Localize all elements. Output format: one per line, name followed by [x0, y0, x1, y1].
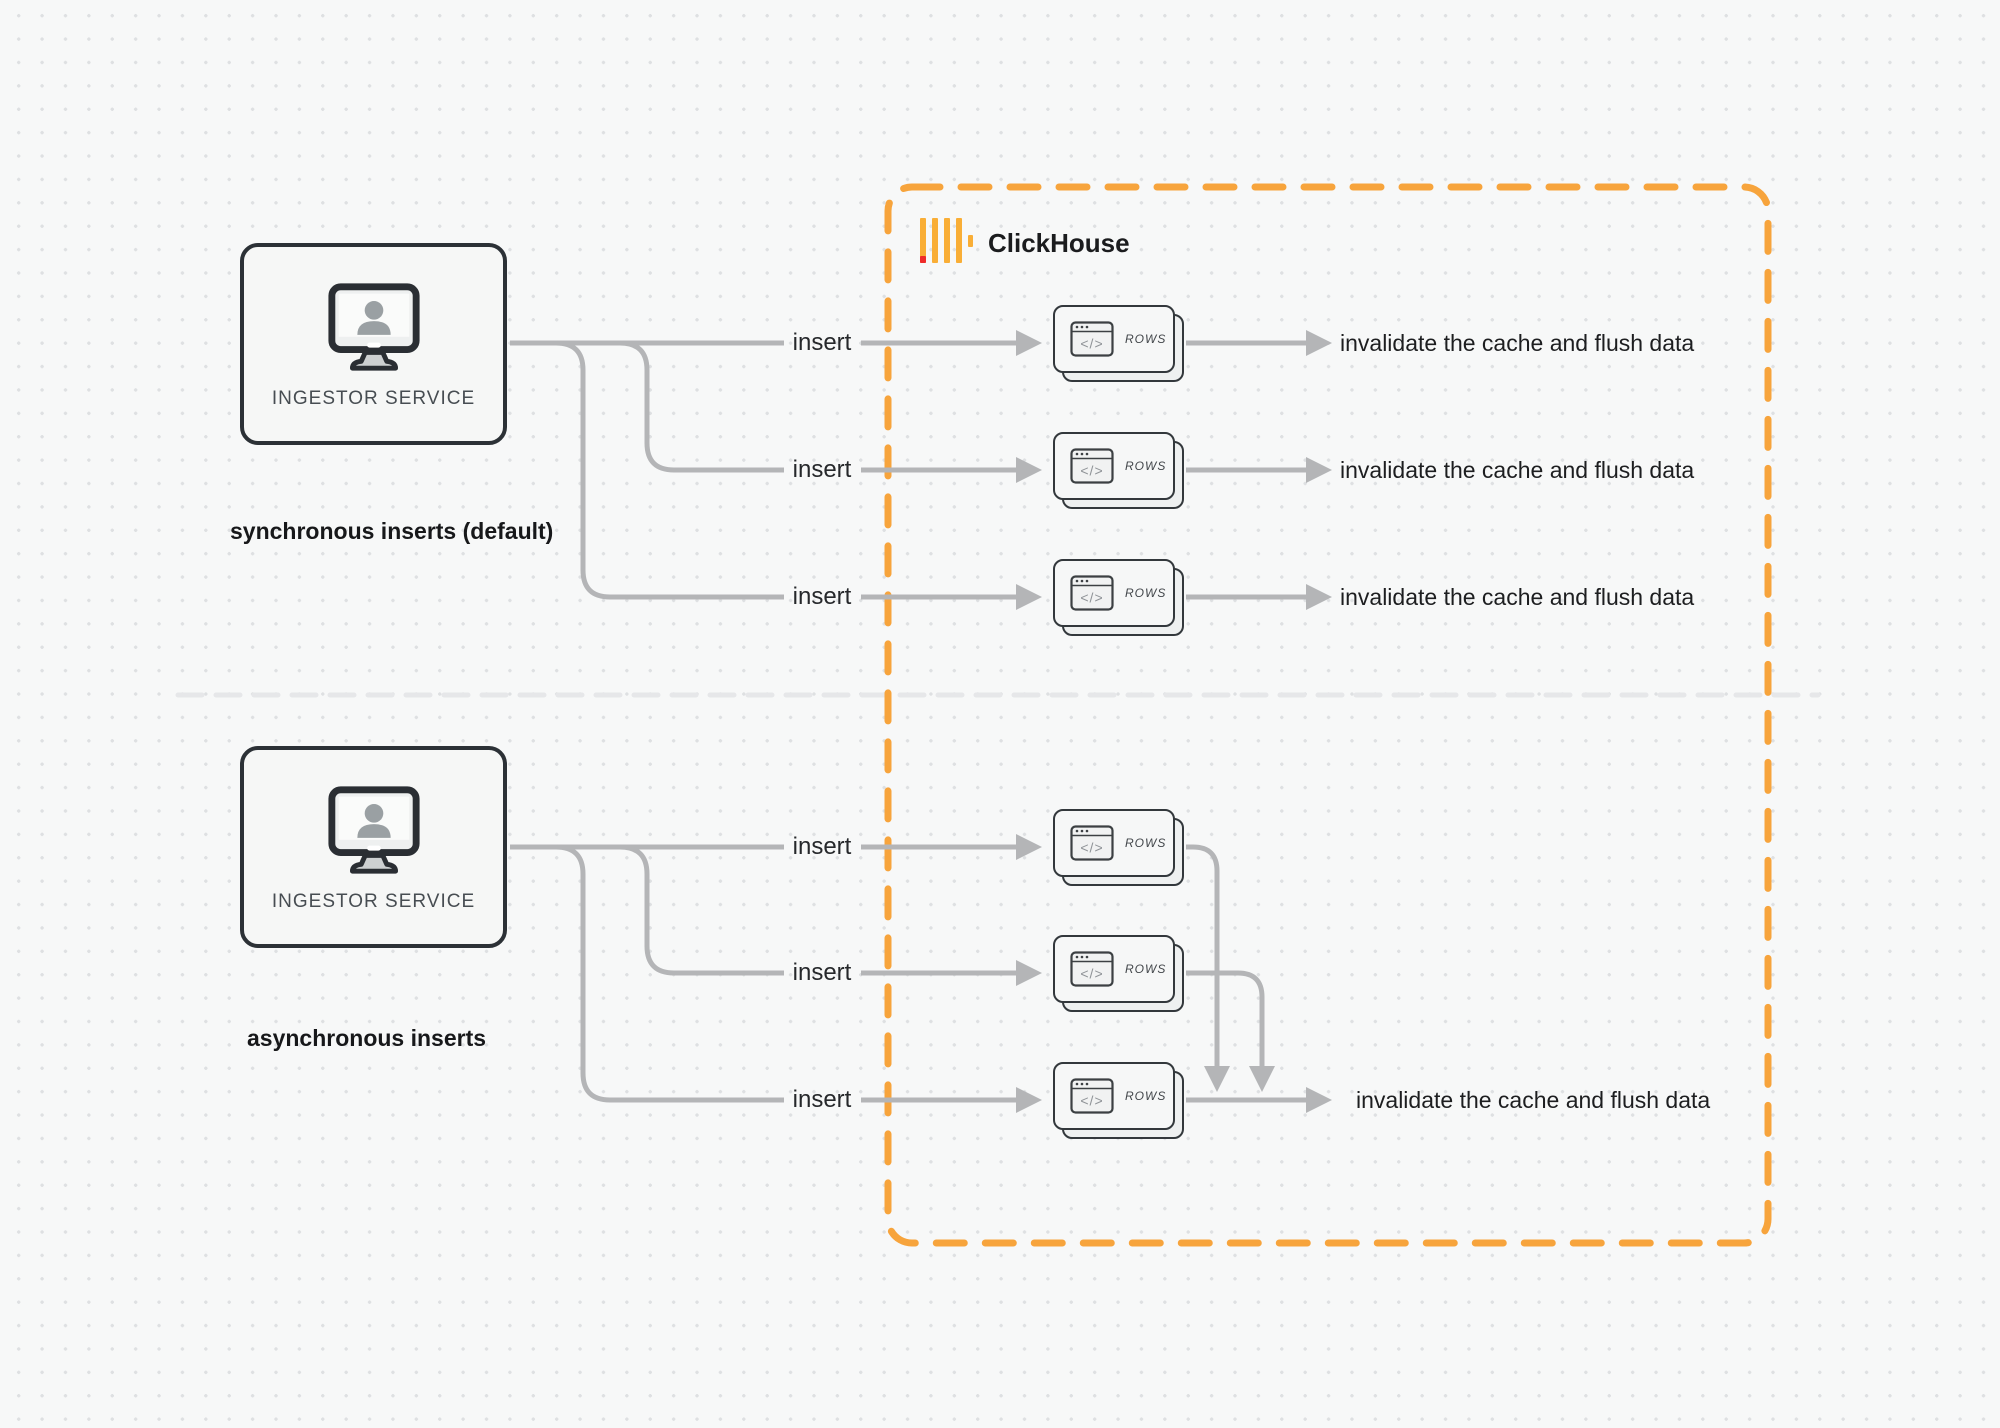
connector-sync-row2-branch — [619, 340, 784, 473]
rows-card-front: </> ROWS — [1053, 1062, 1175, 1130]
rows-node-label: ROWS — [1125, 962, 1167, 976]
rows-node-label: ROWS — [1125, 459, 1167, 473]
insert-label: insert — [792, 583, 852, 610]
rows-node-label: ROWS — [1125, 586, 1167, 600]
svg-text:</>: </> — [1080, 336, 1103, 352]
clickhouse-logo-icon — [920, 218, 974, 264]
rows-card-front: </> ROWS — [1053, 935, 1175, 1003]
invalidate-label: invalidate the cache and flush data — [1340, 584, 1695, 610]
ingestor-service-label-sync: INGESTOR SERVICE — [271, 388, 476, 409]
arrowhead-async-result — [1306, 1087, 1332, 1113]
monitor-user-icon — [327, 786, 420, 874]
invalidate-label: invalidate the cache and flush data — [1356, 1087, 1711, 1113]
clickhouse-title: ClickHouse — [988, 228, 1130, 258]
invalidate-label: invalidate the cache and flush data — [1340, 330, 1695, 356]
rows-card-front: </> ROWS — [1053, 305, 1175, 373]
arrowhead-async-merge-1 — [1204, 1066, 1230, 1092]
rows-node-label: ROWS — [1125, 332, 1167, 346]
svg-text:</>: </> — [1080, 840, 1103, 856]
code-window-icon: </> — [1070, 825, 1114, 861]
insert-label: insert — [792, 329, 852, 356]
code-window-icon: </> — [1070, 321, 1114, 357]
arrowhead-sync-insert-3 — [1016, 584, 1042, 610]
rows-node-card: </> ROWS — [1053, 432, 1184, 509]
rows-card-front: </> ROWS — [1053, 559, 1175, 627]
clickhouse-logo-red-dot — [920, 256, 926, 263]
caption-synchronous: synchronous inserts (default) — [230, 518, 554, 544]
arrowhead-async-merge-2 — [1249, 1066, 1275, 1092]
svg-text:</>: </> — [1080, 966, 1103, 982]
rows-node-card: </> ROWS — [1053, 559, 1184, 636]
monitor-user-icon — [327, 283, 420, 371]
insert-label: insert — [792, 1086, 852, 1113]
connector-sync-row3-branch — [555, 340, 784, 600]
insert-label: insert — [792, 456, 852, 483]
rows-node-card: </> ROWS — [1053, 305, 1184, 382]
connector-async-merge1 — [1186, 844, 1220, 1066]
ingestor-service-box-async: INGESTOR SERVICE — [240, 746, 507, 948]
svg-text:</>: </> — [1080, 463, 1103, 479]
arrowhead-async-insert-3 — [1016, 1087, 1042, 1113]
rows-node-card: </> ROWS — [1053, 1062, 1184, 1139]
code-window-icon: </> — [1070, 1078, 1114, 1114]
arrowhead-sync-result-1 — [1306, 330, 1332, 356]
arrowhead-async-insert-1 — [1016, 834, 1042, 860]
ingestor-service-box-sync: INGESTOR SERVICE — [240, 243, 507, 445]
arrowhead-sync-insert-2 — [1016, 457, 1042, 483]
svg-text:</>: </> — [1080, 1093, 1103, 1109]
rows-node-label: ROWS — [1125, 1089, 1167, 1103]
caption-asynchronous: asynchronous inserts — [247, 1025, 487, 1051]
arrowhead-sync-result-3 — [1306, 584, 1332, 610]
invalidate-label: invalidate the cache and flush data — [1340, 457, 1695, 483]
arrowhead-sync-result-2 — [1306, 457, 1332, 483]
rows-node-card: </> ROWS — [1053, 935, 1184, 1012]
code-window-icon: </> — [1070, 951, 1114, 987]
connector-async-row3-branch — [555, 844, 784, 1103]
ingestor-service-label-async: INGESTOR SERVICE — [271, 891, 476, 912]
arrowhead-async-insert-2 — [1016, 960, 1042, 986]
rows-card-front: </> ROWS — [1053, 809, 1175, 877]
rows-node-label: ROWS — [1125, 836, 1167, 850]
rows-node-card: </> ROWS — [1053, 809, 1184, 886]
connector-async-merge2 — [1186, 970, 1265, 1066]
svg-text:</>: </> — [1080, 590, 1103, 606]
code-window-icon: </> — [1070, 448, 1114, 484]
insert-label: insert — [792, 833, 852, 860]
rows-card-front: </> ROWS — [1053, 432, 1175, 500]
connector-async-row2-branch — [619, 844, 784, 976]
connector-lines — [510, 340, 1308, 1103]
code-window-icon: </> — [1070, 575, 1114, 611]
insert-label: insert — [792, 959, 852, 986]
arrowhead-sync-insert-1 — [1016, 330, 1042, 356]
arrowheads — [1016, 330, 1332, 1113]
clickhouse-cluster-border — [884, 183, 1772, 1247]
